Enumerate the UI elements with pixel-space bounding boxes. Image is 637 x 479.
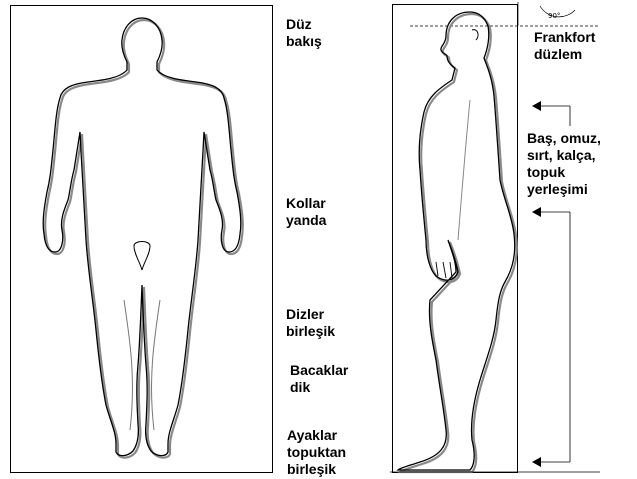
label-line: Ayaklar [287, 427, 346, 444]
label-line: bakış [286, 33, 322, 50]
front-body-outline [43, 18, 241, 456]
label-body-alignment: Baş, omuz, sırt, kalça, topuk yerleşimi [527, 130, 601, 198]
side-ear [472, 30, 478, 40]
angle-label: 90° [548, 12, 560, 20]
label-line: düzlem [534, 46, 595, 63]
front-view-frame [11, 6, 273, 473]
side-hand-fingers [436, 262, 452, 278]
label-line: topuk [527, 164, 601, 181]
front-groin-detail [134, 242, 150, 271]
label-line: yanda [286, 212, 326, 229]
label-straight-gaze: Düz bakış [286, 16, 322, 50]
front-body-figure [43, 18, 243, 458]
label-frankfort-plane: Frankfort düzlem [534, 29, 595, 63]
label-line: Dizler [286, 306, 335, 323]
arrow-head-icon [532, 207, 541, 217]
label-line: birleşik [287, 461, 346, 478]
label-knees-together: Dizler birleşik [286, 306, 335, 340]
label-line: dik [290, 379, 348, 396]
label-line: Düz [286, 16, 322, 33]
label-feet-heels-together: Ayaklar topuktan birleşik [287, 427, 346, 478]
arrow-head-icon [532, 101, 541, 111]
label-line: Bacaklar [290, 362, 348, 379]
label-line: birleşik [286, 323, 335, 340]
label-line: yerleşimi [527, 181, 601, 198]
label-line: Kollar [286, 195, 326, 212]
label-legs-straight: Bacaklar dik [290, 362, 348, 396]
side-arm-line [458, 100, 470, 240]
label-line: Baş, omuz, [527, 130, 601, 147]
side-body-figure [398, 12, 517, 472]
label-arms-at-side: Kollar yanda [286, 195, 326, 229]
side-body-outline [398, 12, 515, 470]
arrow-head-icon [532, 457, 541, 467]
label-line: topuktan [287, 444, 346, 461]
label-line: Frankfort [534, 29, 595, 46]
side-body-shadow [400, 14, 517, 472]
label-line: sırt, kalça, [527, 147, 601, 164]
